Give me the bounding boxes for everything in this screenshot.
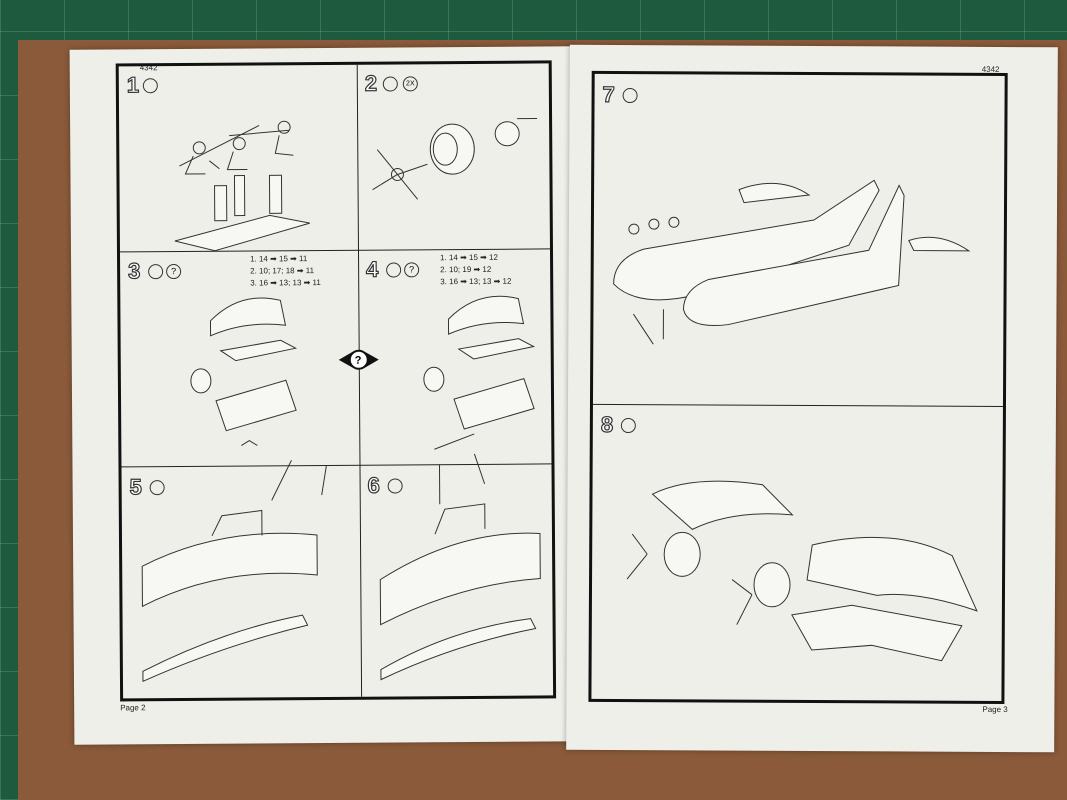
step-4-drawing — [423, 295, 536, 450]
step-7: 7 — [595, 74, 1005, 345]
step-8: 8 — [595, 74, 1005, 662]
step-5-drawing — [141, 460, 327, 683]
step-2: 2 2X — [119, 63, 549, 200]
step-3-drawing — [190, 297, 298, 447]
page-footer: Page 3 — [982, 704, 1008, 715]
step-7-drawing — [613, 179, 971, 345]
page-footer: Page 2 — [120, 703, 146, 713]
step-5: 5 — [119, 63, 549, 683]
step-6-drawing — [379, 453, 541, 681]
step-8-drawing — [626, 480, 978, 662]
option-arrow-icon: ? — [338, 349, 379, 370]
instruction-page-3: 4342 7 8 — [566, 44, 1058, 753]
step-4: 4 ? 1. 14 ➡ 15 ➡ 12 2. 10; 19 ➡ 12 3. 16… — [119, 63, 549, 450]
svg-text:?: ? — [355, 355, 362, 367]
instruction-page-2: 4342 1 2 — [69, 46, 581, 745]
step-2-drawing — [372, 118, 538, 200]
steps-frame: 7 8 — [588, 70, 1008, 705]
steps-frame: 1 2 2X — [115, 60, 557, 702]
step-3: 3 ? 1. 14 ➡ 15 ➡ 11 2. 10; 17; 18 ➡ 11 3… — [119, 63, 549, 447]
step-6: 6 — [119, 63, 549, 681]
step-1: 1 — [119, 63, 549, 252]
step-1-drawing — [174, 120, 310, 252]
